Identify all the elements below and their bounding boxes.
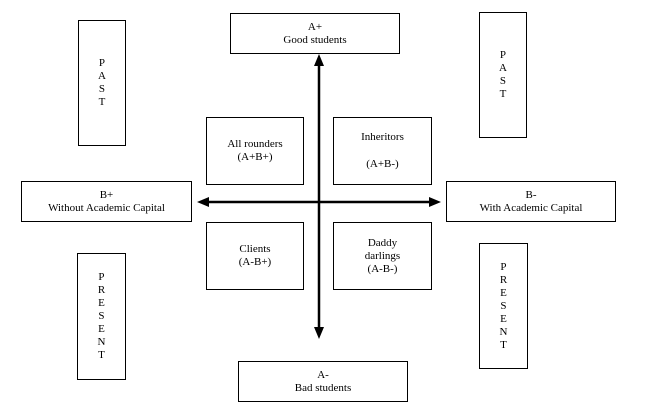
quadrant-top-left-box: All rounders (A+B+) (206, 117, 304, 185)
vertical-letter: A (98, 70, 106, 82)
left-pole-grade: B+ (99, 188, 114, 201)
quadrant-top-left-title: All rounders (227, 138, 283, 150)
vertical-letter: N (499, 325, 508, 338)
top-pole-box: A+ Good students (230, 13, 400, 54)
vertical-letter: T (499, 88, 507, 100)
top-pole-grade: A+ (307, 20, 323, 33)
right-pole-label: With Academic Capital (479, 201, 583, 214)
vertical-axis-arrowhead-up (314, 54, 324, 66)
quadrant-bottom-left-box: Clients (A-B+) (206, 222, 304, 290)
vertical-letter: P (499, 49, 507, 61)
vertical-letter: T (98, 96, 106, 108)
top-pole-label: Good students (283, 33, 347, 46)
vertical-letter: P (98, 57, 106, 69)
vertical-letter: S (98, 310, 105, 322)
bottom-pole-grade: A- (317, 368, 329, 381)
vertical-letter: P (500, 260, 507, 273)
bottom-pole-box: A- Bad students (238, 361, 408, 402)
quadrant-bottom-left-code: (A-B+) (238, 256, 272, 268)
horizontal-axis-arrowhead-left (197, 197, 209, 207)
right-pole-box: B- With Academic Capital (446, 181, 616, 222)
vertical-axis-arrowhead-down (314, 327, 324, 339)
vertical-letter: N (97, 336, 106, 348)
quadrant-bottom-right-box: Daddy darlings (A-B-) (333, 222, 432, 290)
vertical-letter: P (98, 271, 105, 283)
vertical-letter: E (98, 297, 105, 309)
horizontal-axis-arrowhead-right (429, 197, 441, 207)
vertical-letter: T (500, 338, 507, 351)
vertical-letter: S (499, 75, 507, 87)
right-pole-grade: B- (525, 188, 537, 201)
quadrant-bottom-left-title: Clients (239, 243, 271, 255)
left-pole-box: B+ Without Academic Capital (21, 181, 192, 222)
vertical-letter: R (499, 273, 508, 286)
vertical-letter: S (98, 83, 106, 95)
vertical-letter: S (500, 299, 507, 312)
vertical-letter: R (97, 284, 106, 296)
quadrant-bottom-right-title: Daddy (367, 236, 398, 249)
vertical-letter: E (500, 286, 507, 299)
quadrant-top-left-code: (A+B+) (237, 151, 273, 163)
bottom-pole-label: Bad students (294, 381, 352, 394)
vertical-letter: E (500, 312, 507, 325)
left-pole-label: Without Academic Capital (48, 201, 165, 214)
vertical-letter: E (98, 323, 105, 335)
quadrant-bottom-right-title-2: darlings (364, 249, 401, 262)
vertical-letter: T (98, 349, 105, 361)
quadrant-bottom-right-code: (A-B-) (367, 262, 398, 275)
quadrant-top-right-title: Inheritors (361, 131, 404, 143)
quadrant-top-right-code: (A+B-) (366, 158, 399, 170)
quadrant-top-right-box: Inheritors (A+B-) (333, 117, 432, 185)
vertical-letter: A (499, 62, 507, 74)
